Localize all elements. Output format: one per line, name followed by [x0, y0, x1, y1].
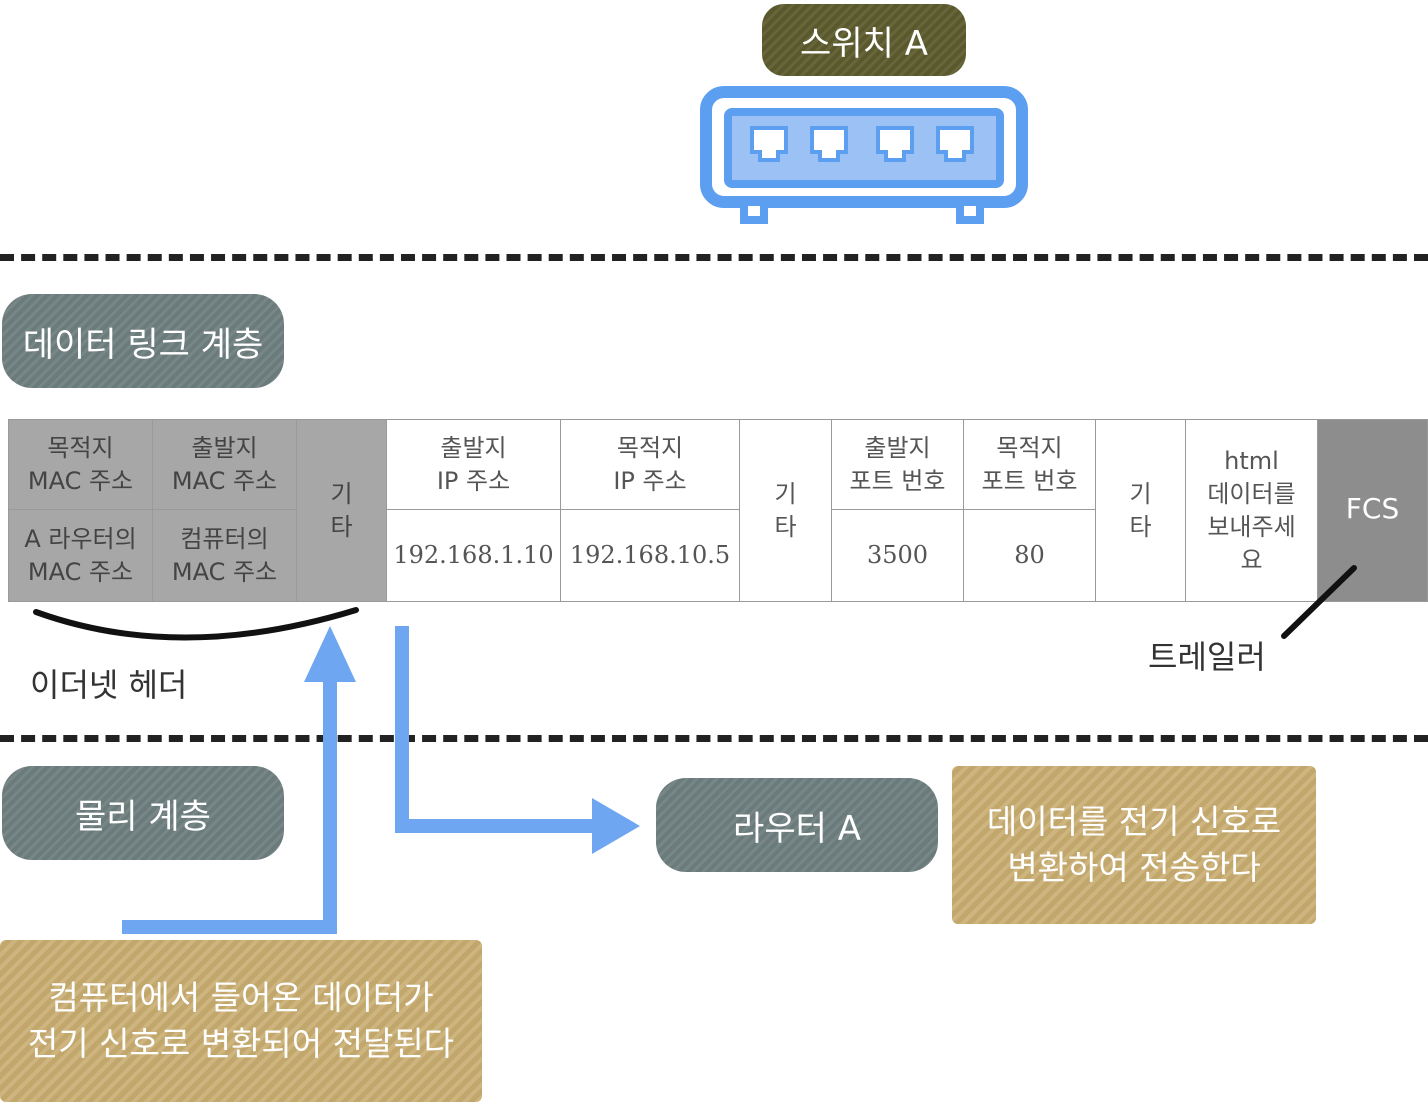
port-etc-cell: 기 타	[1095, 419, 1186, 602]
layer-separator-bottom	[0, 735, 1428, 742]
ethernet-header-label: 이더넷 헤더	[30, 666, 188, 704]
src-mac-header: 출발지 MAC 주소	[152, 419, 297, 510]
dst-port-header: 목적지 포트 번호	[963, 419, 1096, 510]
data-link-layer-label: 데이터 링크 계층	[2, 294, 284, 388]
data-link-layer-text: 데이터 링크 계층	[22, 324, 264, 365]
network-switch-icon	[700, 86, 1028, 224]
physical-layer-label: 물리 계층	[2, 766, 284, 860]
src-ip-header: 출발지 IP 주소	[386, 419, 561, 510]
ethernet-header-brace	[33, 607, 359, 641]
note-computer-data: 컴퓨터에서 들어온 데이터가 전기 신호로 변환되어 전달된다	[0, 940, 482, 1102]
ethernet-etc-cell: 기 타	[296, 419, 387, 602]
src-port-header: 출발지 포트 번호	[831, 419, 964, 510]
dst-mac-value: A 라우터의 MAC 주소	[8, 509, 153, 602]
switch-a-text: 스위치 A	[800, 23, 928, 64]
dst-mac-header: 목적지 MAC 주소	[8, 419, 153, 510]
physical-layer-text: 물리 계층	[75, 796, 211, 837]
trailer-label: 트레일러	[1148, 638, 1266, 676]
layer-separator-top	[0, 254, 1428, 261]
src-mac-value: 컴퓨터의 MAC 주소	[152, 509, 297, 602]
right-arrow-head	[592, 798, 640, 854]
signal-flow-arrows	[122, 626, 640, 934]
router-a-text: 라우터 A	[733, 808, 861, 849]
src-ip-value: 192.168.1.10	[386, 509, 561, 602]
dst-port-value: 80	[963, 509, 1096, 602]
ethernet-frame-table: 목적지 MAC 주소 출발지 MAC 주소 A 라우터의 MAC 주소 컴퓨터의…	[8, 419, 1428, 602]
ip-etc-cell: 기 타	[739, 419, 832, 602]
dst-ip-header: 목적지 IP 주소	[560, 419, 740, 510]
switch-a-label: 스위치 A	[762, 4, 966, 76]
router-a-label: 라우터 A	[656, 778, 938, 872]
fcs-cell: FCS	[1317, 419, 1428, 602]
note-convert-transmit: 데이터를 전기 신호로 변환하여 전송한다	[952, 766, 1316, 924]
dst-ip-value: 192.168.10.5	[560, 509, 740, 602]
src-port-value: 3500	[831, 509, 964, 602]
trailer-pointer-line	[1281, 565, 1357, 639]
up-arrow-head	[304, 626, 356, 682]
